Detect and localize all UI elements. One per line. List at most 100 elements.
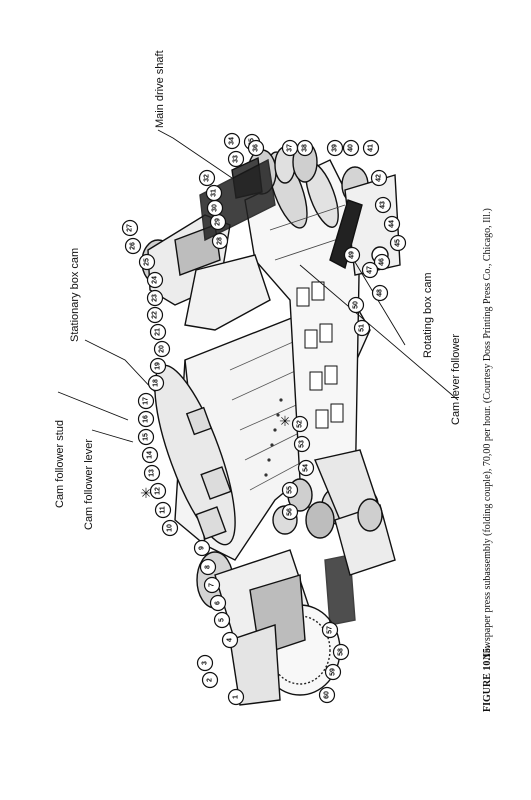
label-rotating-box-cam: Rotating box cam [422,272,434,358]
part-callout-circle [296,139,314,157]
asterisk-marker: ✳ [279,414,291,430]
part-callout-number: 25 [144,258,151,266]
part-callout-circle [198,169,216,187]
part-callout-number: 29 [215,218,222,226]
part-callout-circle [149,357,167,375]
part-callout-circle [147,374,165,392]
part-callout-number: 7 [209,583,216,587]
caption-figure-label: FIGURE 10.15. [482,645,493,712]
part-callout-number: 1 [233,695,240,699]
part-callout-number: 55 [287,486,294,494]
figure-caption: FIGURE 10.15. Newspaper press subassembl… [482,208,493,712]
part-callout-number: 16 [143,415,150,423]
part-callout-circle [293,435,311,453]
part-callout-circle [201,671,219,689]
part-callout-circle [324,663,342,681]
part-callout-circle [326,139,344,157]
part-callout-number: 28 [217,237,224,245]
part-callout-circle [137,392,155,410]
part-callout-circle [161,519,179,537]
part-callout-number: 4 [227,638,234,642]
part-callout-circle [138,253,156,271]
part-callout-circle [227,688,245,706]
part-callout-circle [137,428,155,446]
part-callout-number: 53 [299,440,306,448]
part-callout-number: 47 [367,266,374,274]
asterisk-marker: ✳ [140,486,152,502]
part-callout-circle [209,594,227,612]
part-callout-number: 31 [211,189,218,197]
part-callout-number: 17 [143,397,150,405]
part-callout-circle [221,631,239,649]
label-main-drive-shaft: Main drive shaft [154,50,166,128]
part-callout-circle [281,481,299,499]
caption-text: Newspaper press subassembly (folding cou… [482,208,493,660]
part-callout-circle [211,232,229,250]
part-callout-number: 9 [199,546,206,550]
part-callout-number: 5 [219,618,226,622]
part-callout-circle [297,459,315,477]
part-callout-circle [389,234,407,252]
part-callout-number: 57 [327,626,334,634]
part-callout-circle [213,611,231,629]
part-callout-number: 44 [389,220,396,228]
part-callout-number: 30 [212,204,219,212]
label-cam-lever-follower: Cam lever follower [450,334,462,425]
part-callout-circle [146,271,164,289]
part-callout-circle [121,219,139,237]
part-callout-number: 18 [153,379,160,387]
part-callout-number: 50 [353,301,360,309]
part-callout-number: 37 [287,144,294,152]
part-callout-number: 19 [155,362,162,370]
part-callout-number: 48 [377,289,384,297]
leader-lines [57,129,459,443]
part-callout-number: 20 [159,345,166,353]
part-callout-number: 49 [349,251,356,259]
part-callout-circle [383,215,401,233]
label-stationary-box-cam: Stationary box cam [69,248,81,342]
part-callout-number: 45 [395,239,402,247]
part-callout-circle [193,539,211,557]
part-callout-number: 21 [155,328,162,336]
part-callout-circle [343,246,361,264]
part-callout-number: 8 [205,565,212,569]
part-callout-number: 42 [376,174,383,182]
part-callout-circle [361,261,379,279]
part-callout-circle [146,289,164,307]
part-callout-circle [196,654,214,672]
part-callout-circle [137,410,155,428]
part-callout-circle [281,503,299,521]
part-callout-circle [154,501,172,519]
part-callout-number: 33 [233,155,240,163]
part-callout-number: 52 [297,420,304,428]
part-callout-circle [143,464,161,482]
part-callout-number: 6 [215,601,222,605]
part-callout-circle [374,196,392,214]
part-callout-circle [342,139,360,157]
part-callout-number: 40 [348,144,355,152]
part-callout-circle [318,686,336,704]
bottom-right-gears [305,498,396,576]
label-cam-follower-stud: Cam follower stud [54,420,66,508]
part-callout-circle [373,253,391,271]
part-callout-number: 58 [338,648,345,656]
part-callouts: 1234567891011121314151617181920212223242… [121,132,407,706]
part-callout-circle [205,184,223,202]
part-callout-circle [146,306,164,324]
part-callout-circle [291,415,309,433]
part-callout-number: 43 [380,201,387,209]
part-callout-number: 41 [368,144,375,152]
part-callout-number: 24 [152,276,159,284]
part-callout-number: 34 [229,137,236,145]
part-callout-number: 56 [287,508,294,516]
part-callout-circle [149,482,167,500]
part-callout-circle [153,340,171,358]
bottom-left-assembly [196,549,356,706]
part-callout-circle [227,150,245,168]
part-callout-number: 59 [330,668,337,676]
part-callout-number: 23 [152,294,159,302]
part-callout-circle [149,323,167,341]
part-callout-number: 2 [207,678,214,682]
